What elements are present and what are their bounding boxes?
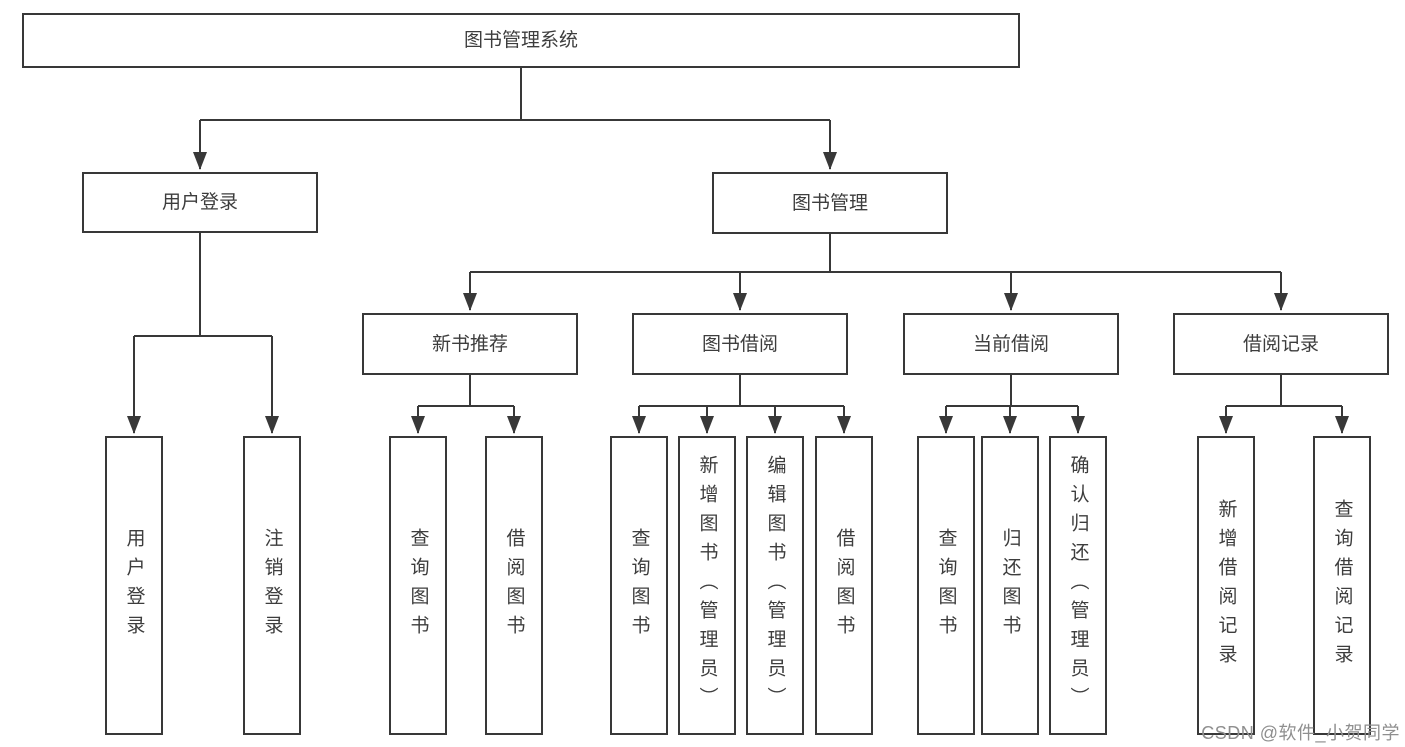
leaf-add-borrow-record: 新增借阅记录: [1197, 436, 1255, 735]
node-system-root: 图书管理系统: [22, 13, 1020, 68]
node-user-login: 用户登录: [82, 172, 318, 233]
node-book-management: 图书管理: [712, 172, 948, 234]
leaf-return-books: 归还图书: [981, 436, 1039, 735]
leaf-query-books-current: 查询图书: [917, 436, 975, 735]
leaf-edit-books-admin: 编辑图书（管理员）: [746, 436, 804, 735]
leaf-user-login: 用户登录: [105, 436, 163, 735]
leaf-add-books-admin: 新增图书（管理员）: [678, 436, 736, 735]
node-current-borrow: 当前借阅: [903, 313, 1119, 375]
leaf-borrow-books: 借阅图书: [815, 436, 873, 735]
leaf-query-books-borrow: 查询图书: [610, 436, 668, 735]
node-borrow-records: 借阅记录: [1173, 313, 1389, 375]
leaf-logout: 注销登录: [243, 436, 301, 735]
node-book-borrow: 图书借阅: [632, 313, 848, 375]
leaf-query-books-new: 查询图书: [389, 436, 447, 735]
leaf-query-borrow-record: 查询借阅记录: [1313, 436, 1371, 735]
leaf-borrow-books-new: 借阅图书: [485, 436, 543, 735]
node-new-book-recommend: 新书推荐: [362, 313, 578, 375]
leaf-confirm-return-admin: 确认归还（管理员）: [1049, 436, 1107, 735]
watermark: CSDN @软件_小贺同学: [1201, 723, 1400, 743]
